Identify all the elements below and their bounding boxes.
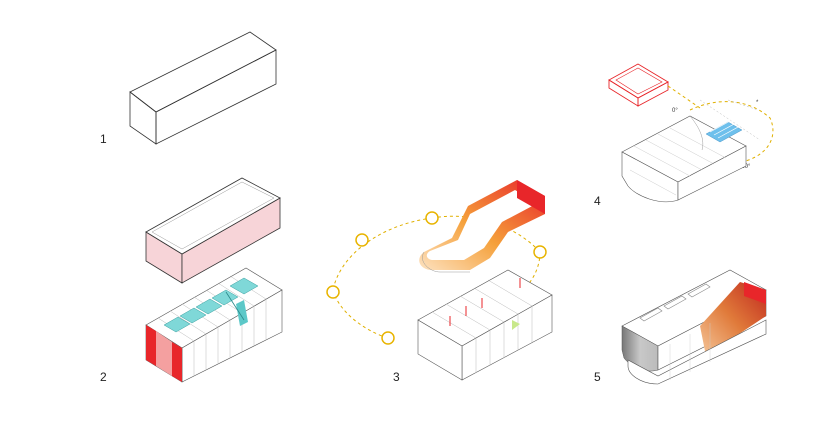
sun-position-2 [355,233,369,247]
sun-position-5 [533,245,547,259]
step-2-upper-box [145,177,281,284]
step-2-label: 2 [100,370,107,384]
step-4-label: 4 [594,194,601,208]
step-5-label: 5 [594,370,601,384]
step-5-building [621,269,767,385]
angle-start-label: 0° [672,108,678,114]
step-4-building [621,115,747,203]
step-4-sun-arc [667,85,774,163]
sun-position-3 [326,285,340,299]
sun-position-1 [425,211,439,225]
step-3-sun-path [326,211,547,345]
step-4-roof-frame [608,63,669,107]
step-3-label: 3 [393,370,400,384]
step-2-lower-block [145,267,283,383]
sun-marker-label: * [756,100,759,106]
step-3-lower-block [417,269,553,381]
step-1-label: 1 [100,132,107,146]
step-3-ribbon [419,180,545,273]
sun-position-4 [381,331,395,345]
step-1-box [129,31,277,145]
